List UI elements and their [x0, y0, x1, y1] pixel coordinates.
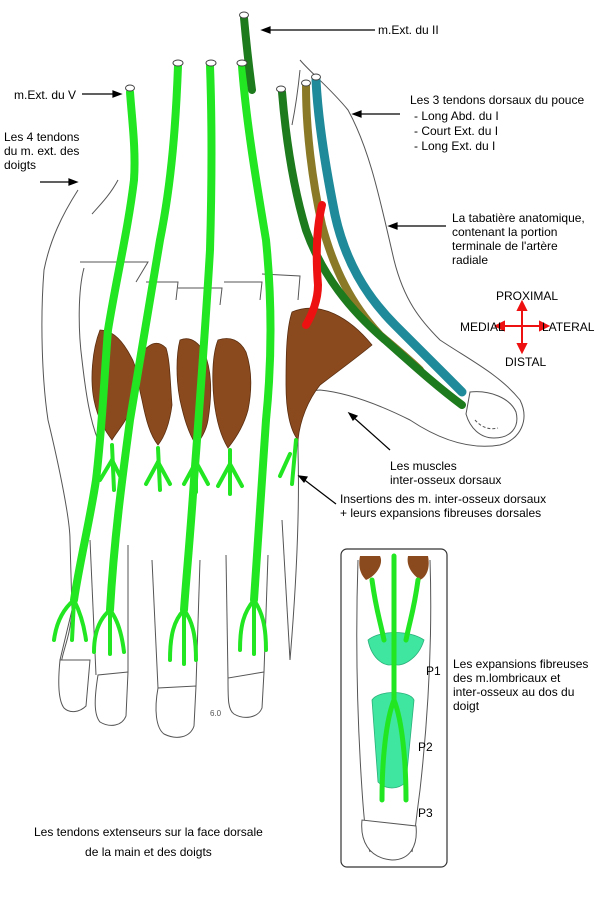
signature: 6.0 [210, 709, 222, 718]
orientation-cross [493, 299, 551, 355]
lateral-label: LATERAL [542, 320, 595, 334]
radial-artery [302, 201, 326, 329]
thumb-tendon-1: - Long Abd. du I [414, 109, 499, 123]
long-abd-tendon [311, 75, 467, 397]
finger-side-lines [59, 419, 499, 689]
ext-iv-tendon [106, 62, 182, 614]
proximal-label: PROXIMAL [496, 289, 559, 303]
ext-iii-tendon [180, 62, 216, 614]
caption: Les tendons extenseurs sur la face dorsa… [34, 825, 263, 859]
extensor-tendons [70, 62, 275, 614]
interosseous-muscles-label: Les muscles inter-osseux dorsaux [390, 459, 502, 487]
distal-label: DISTAL [505, 355, 547, 369]
medial-label: MEDIAL [460, 320, 505, 334]
ext-ii-label: m.Ext. du II [378, 23, 439, 37]
p2-label: P2 [418, 740, 433, 754]
tabatiere-label: La tabatière anatomique, contenant la po… [452, 211, 585, 267]
ext-v-label: m.Ext. du V [14, 88, 77, 102]
ext-v-tendon [70, 88, 139, 604]
tendon-caps [125, 11, 321, 93]
long-ext-tendon [278, 88, 466, 409]
four-tendons-label: Les 4 tendons du m. ext. des doigts [4, 130, 80, 172]
ext-ii-dark [240, 14, 256, 94]
insertions-label: Insertions des m. inter-osseux dorsaux +… [340, 492, 547, 520]
expansions-label: Les expansions fibreuses des m.lombricau… [453, 657, 589, 713]
thumb-tendon-2: - Court Ext. du I [414, 124, 499, 138]
p1-label: P1 [426, 664, 441, 678]
p3-label: P3 [418, 806, 433, 820]
ext-ii-tendon [238, 62, 275, 604]
leader-arrows [40, 26, 446, 505]
finger-outlines [58, 391, 518, 738]
finger-inset [340, 548, 448, 868]
thumb-tendons-title: Les 3 tendons dorsaux du pouce [410, 93, 585, 107]
tendon-forks [52, 438, 298, 666]
thumb-tendon-3: - Long Ext. du I [414, 139, 496, 153]
thumb-tendons [278, 75, 467, 409]
